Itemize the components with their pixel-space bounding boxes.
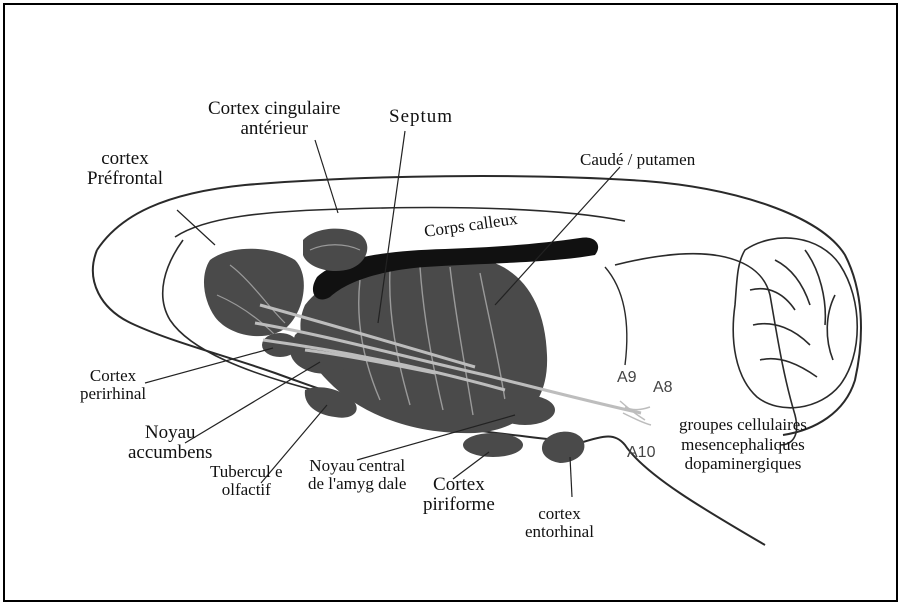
prefrontal-cortex xyxy=(204,249,304,336)
inner-cortex-outline xyxy=(175,208,625,238)
label-noyau-accumbens: Noyau accumbens xyxy=(128,423,212,463)
label-cortex-perirhinal: Cortex perirhinal xyxy=(80,367,146,403)
entorhinal-structure xyxy=(542,432,584,463)
figure-frame: cortex Préfrontal Cortex cingulaire anté… xyxy=(3,3,898,602)
cerebellum xyxy=(733,238,857,408)
piriform-structure xyxy=(463,433,523,457)
label-caude-putamen: Caudé / putamen xyxy=(580,151,695,169)
label-cortex-cingulaire: Cortex cingulaire antérieur xyxy=(208,99,340,139)
label-groupes-cellulaires: groupes cellulaires mesencephaliques dop… xyxy=(679,415,807,474)
leader-cingulate xyxy=(315,140,338,213)
leader-prefrontal xyxy=(177,210,215,245)
label-septum: Septum xyxy=(389,107,453,127)
leader-entorhinal xyxy=(570,457,572,497)
label-cortex-entorhinal: cortex entorhinal xyxy=(525,505,594,541)
leader-caude xyxy=(495,167,620,305)
label-a10: A10 xyxy=(627,445,655,462)
label-a9: A9 xyxy=(617,370,637,387)
anterior-cingulate xyxy=(303,229,367,271)
label-noyau-central-amygdale: Noyau central de l'amyg dale xyxy=(308,457,406,493)
amygdala-central-nucleus xyxy=(495,395,555,425)
label-cortex-prefrontal: cortex Préfrontal xyxy=(87,149,163,189)
label-a8: A8 xyxy=(653,380,673,397)
hippocampal-outline xyxy=(605,267,627,365)
label-tubercule-olfactif: Tubercul e olfactif xyxy=(210,463,283,499)
label-cortex-piriforme: Cortex piriforme xyxy=(423,475,495,515)
